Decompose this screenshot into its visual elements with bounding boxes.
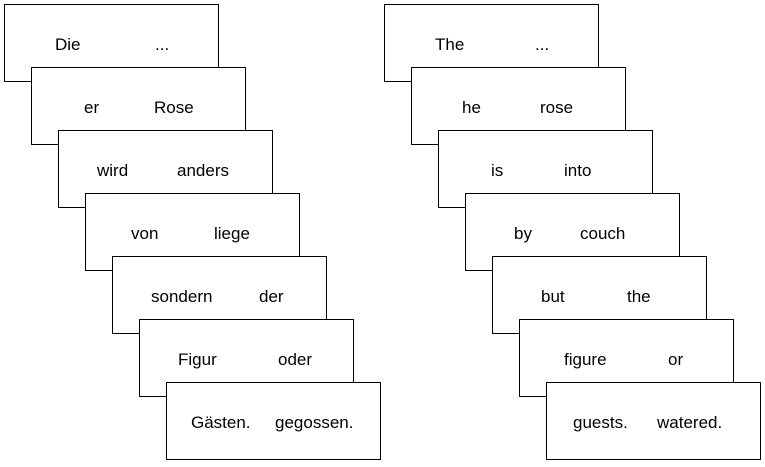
card-word-2: ... [155,35,170,54]
card-word-2: oder [278,350,313,369]
card-word-1: wird [97,161,129,180]
card-word-2: ... [535,35,550,54]
card-word-2: watered. [657,413,723,432]
card-word-1: er [84,98,100,117]
card-word-1: is [491,161,504,180]
card-word-2: rose [540,98,574,117]
card-word-2: into [564,161,592,180]
card-word-1: Gästen. [191,413,251,432]
card-word-2: liege [214,224,250,243]
card-word-2: gegossen. [275,413,354,432]
card-word-1: Die [55,35,81,54]
card-word-1: but [541,287,565,306]
card-word-2: or [668,350,684,369]
card-word-1: figure [564,350,607,369]
card-word-1: von [131,224,159,243]
card-word-1: Figur [178,350,217,369]
card-word-1: guests. [573,413,628,432]
english-card-7: guests. watered. [546,382,761,460]
german-card-7: Gästen. gegossen. [166,382,381,460]
card-word-2: der [259,287,284,306]
card-word-1: by [514,224,532,243]
card-word-2: the [627,287,651,306]
card-word-1: The [435,35,465,54]
card-word-2: Rose [154,98,194,117]
card-word-2: anders [177,161,229,180]
card-word-1: he [462,98,481,117]
card-word-1: sondern [151,287,213,306]
card-word-2: couch [580,224,626,243]
